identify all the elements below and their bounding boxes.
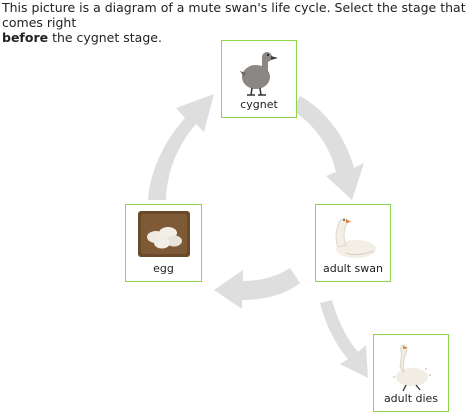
stage-label-adult-swan: adult swan xyxy=(322,262,383,275)
question-prompt: This picture is a diagram of a mute swan… xyxy=(2,0,472,45)
stage-label-cygnet: cygnet xyxy=(240,98,278,111)
cygnet-icon xyxy=(240,52,278,96)
arrow-adult-to-egg xyxy=(214,268,300,309)
stage-card-adult-dies[interactable]: adult dies xyxy=(373,334,449,412)
dying-swan-icon xyxy=(393,344,431,392)
stage-card-cygnet[interactable]: cygnet xyxy=(221,40,297,118)
stage-label-adult-dies: adult dies xyxy=(383,392,439,405)
adult-swan-icon xyxy=(335,218,376,258)
arrow-adult-to-dies xyxy=(320,300,368,378)
question-line-1: This picture is a diagram of a mute swan… xyxy=(2,0,466,30)
question-line-2: the cygnet stage. xyxy=(48,30,162,45)
stage-card-egg[interactable]: egg xyxy=(125,204,202,282)
arrow-cygnet-to-adult xyxy=(292,96,364,200)
question-emphasis: before xyxy=(2,30,49,45)
stage-label-egg: egg xyxy=(153,262,174,275)
egg-nest-icon xyxy=(138,211,190,257)
stage-card-adult-swan[interactable]: adult swan xyxy=(315,204,391,282)
arrow-egg-to-cygnet xyxy=(148,94,214,200)
